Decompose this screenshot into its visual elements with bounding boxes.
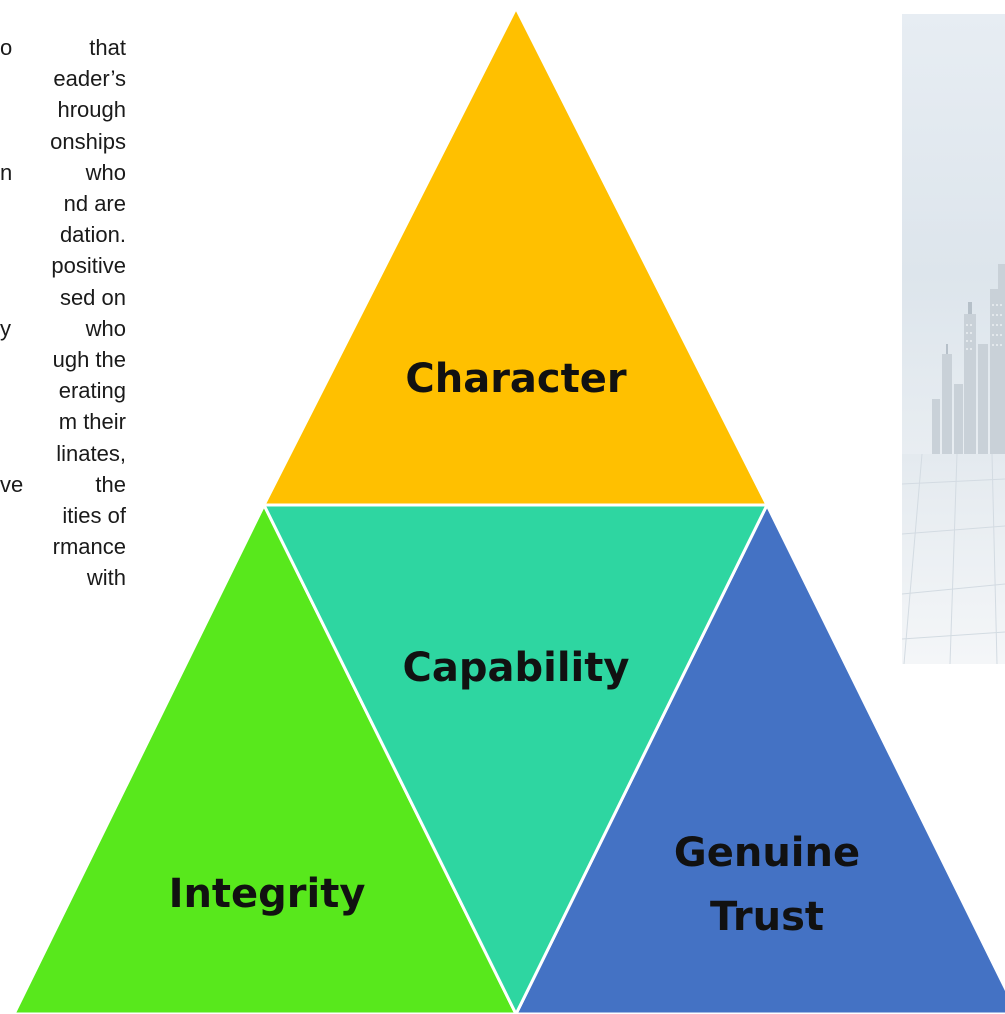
text-line: positive bbox=[51, 253, 126, 279]
trust-label: Trust bbox=[710, 894, 824, 940]
text-line: eader’s bbox=[53, 66, 126, 92]
text-line: hrough bbox=[57, 97, 126, 123]
text-line: onships bbox=[50, 128, 126, 154]
text-line: nd are bbox=[63, 191, 126, 217]
body-paragraph: o that eader’s hrough onships n who nd a… bbox=[0, 32, 126, 594]
text-line: ve the bbox=[0, 471, 126, 497]
capability-label: Capability bbox=[403, 645, 630, 691]
integrity-label: Integrity bbox=[169, 871, 366, 917]
text-line: sed on bbox=[59, 284, 126, 310]
city-skyline-icon bbox=[902, 264, 1005, 664]
text-line: ities of bbox=[62, 503, 126, 529]
character-triangle bbox=[261, 4, 770, 507]
text-line: erating bbox=[58, 378, 126, 404]
character-label: Character bbox=[405, 356, 627, 402]
capability-triangle bbox=[261, 503, 770, 1014]
text-line: m their bbox=[58, 409, 126, 435]
text-line: y who bbox=[0, 315, 126, 341]
text-line: o that bbox=[0, 35, 126, 60]
genuine-label: Genuine bbox=[674, 830, 860, 876]
text-line: linates, bbox=[56, 440, 126, 466]
city-skyline-image bbox=[902, 14, 1005, 664]
text-line: ugh the bbox=[52, 347, 126, 373]
text-line: with bbox=[86, 565, 126, 591]
text-line: n who bbox=[0, 159, 126, 185]
text-line: dation. bbox=[59, 222, 126, 248]
text-line: rmance bbox=[52, 534, 126, 560]
